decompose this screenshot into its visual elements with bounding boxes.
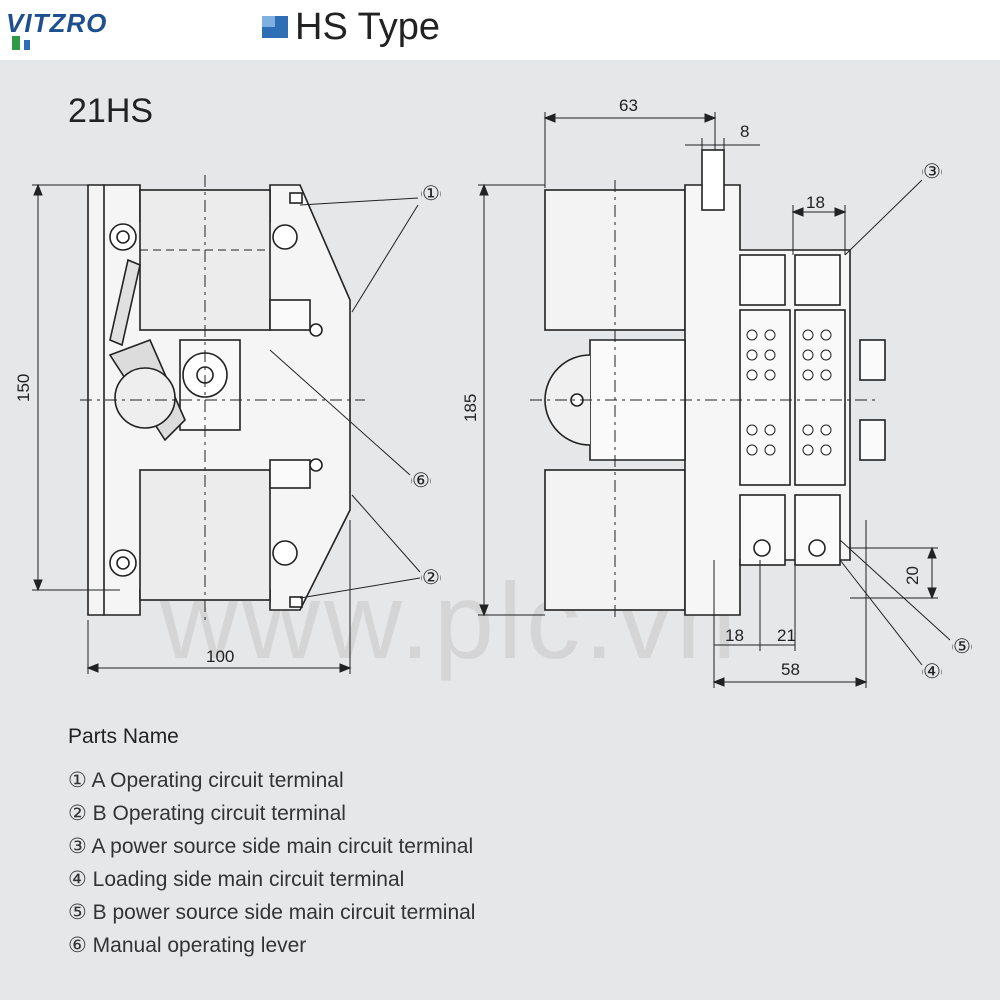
- callout-5: ⑤: [953, 636, 971, 658]
- terminal-holes: [746, 329, 832, 456]
- parts-item: ⑤ B power source side main circuit termi…: [68, 901, 476, 924]
- side-view: [530, 149, 886, 620]
- callout-2: ②: [422, 567, 440, 589]
- technical-drawing: [32, 112, 972, 688]
- logo-accent-blue: [24, 40, 30, 50]
- side-dimensions: [478, 112, 938, 688]
- parts-item: ④ Loading side main circuit terminal: [68, 868, 405, 891]
- parts-list: ① A Operating circuit terminal ② B Opera…: [68, 766, 475, 964]
- dim-terminal-height: 20: [903, 566, 922, 585]
- dim-lever-width: 8: [740, 122, 750, 141]
- parts-item: ② B Operating circuit terminal: [68, 802, 346, 825]
- dim-terminal-pitch: 18: [806, 193, 825, 212]
- parts-name-heading: Parts Name: [68, 725, 179, 748]
- parts-item: ⑥ Manual operating lever: [68, 934, 307, 957]
- logo-accent-green: [12, 36, 20, 50]
- front-view: [80, 175, 365, 625]
- callout-leaders: [269, 179, 951, 666]
- dim-bottom-pitch-a: 18: [725, 626, 744, 645]
- dim-bottom-pitch-b: 21: [777, 626, 796, 645]
- front-dimensions: [32, 183, 352, 674]
- callout-6: ⑥: [412, 470, 430, 492]
- dim-side-height: 185: [461, 393, 480, 422]
- dim-front-width: 100: [206, 647, 235, 666]
- dim-front-height: 150: [14, 373, 33, 402]
- callout-3: ③: [923, 161, 941, 183]
- model-label: 21HS: [68, 92, 154, 130]
- parts-item: ③ A power source side main circuit termi…: [68, 835, 474, 858]
- dim-side-top-width: 63: [619, 96, 638, 115]
- page-title: HS Type: [295, 6, 441, 48]
- vitzro-logo: VITZRO: [6, 8, 108, 38]
- header-bar: VITZRO HS Type: [0, 0, 1000, 60]
- callout-4: ④: [923, 661, 941, 683]
- dim-side-depth: 58: [781, 660, 800, 679]
- parts-item: ① A Operating circuit terminal: [68, 769, 344, 792]
- callout-1: ①: [422, 183, 440, 205]
- title-square-icon: [262, 16, 288, 38]
